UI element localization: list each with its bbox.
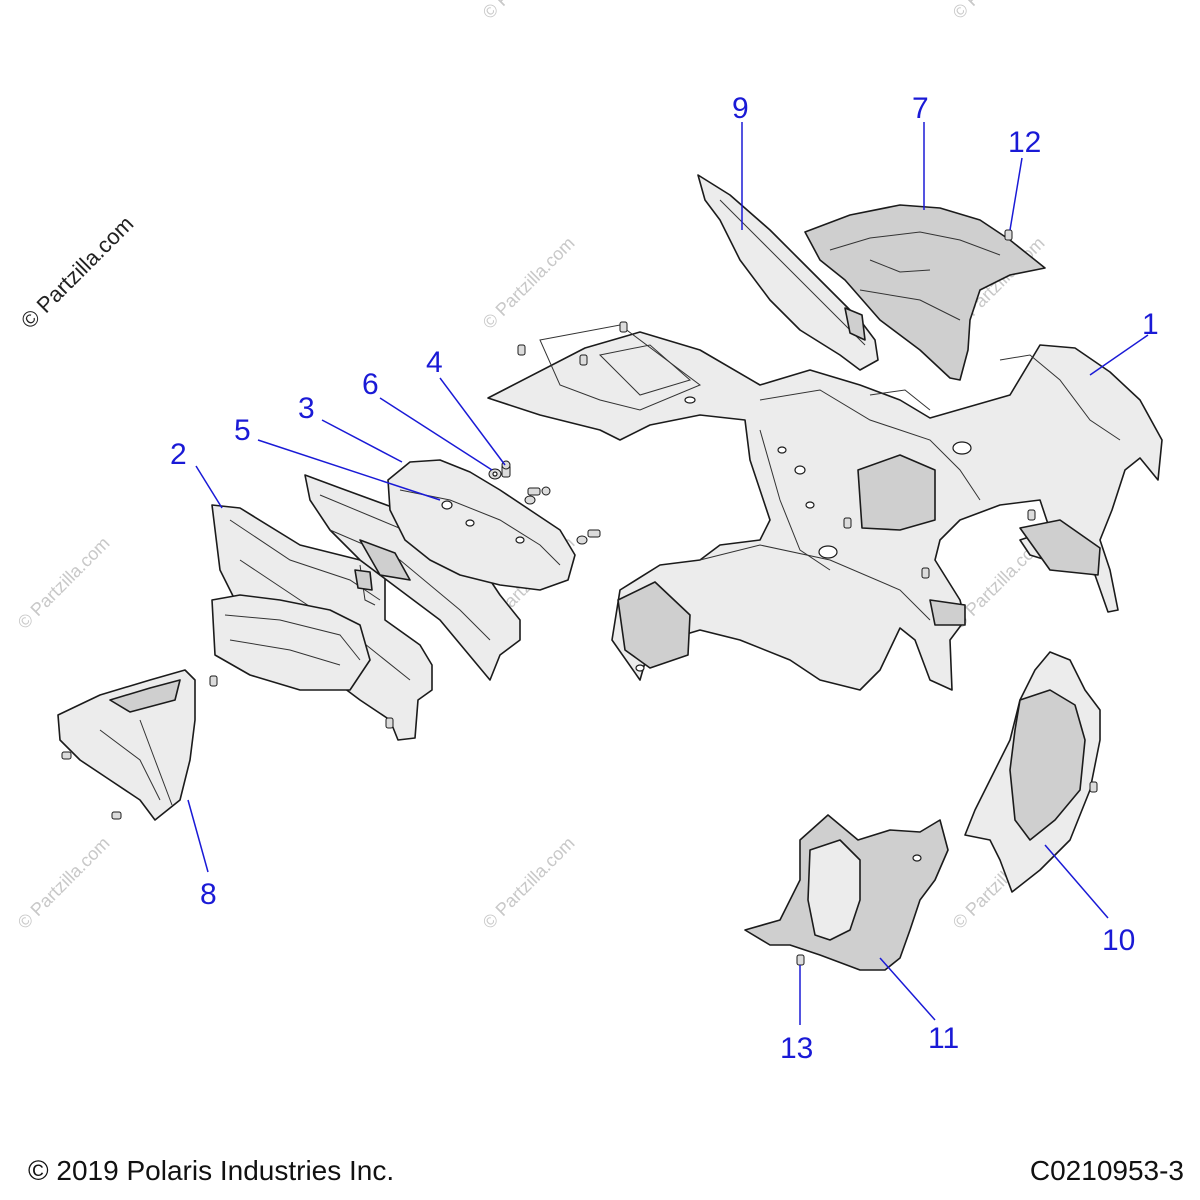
watermark-tile: © Partzilla.com	[14, 533, 114, 633]
fastener	[61, 751, 72, 760]
callout-12: 12	[1008, 126, 1041, 159]
part-lower-side-panel	[211, 594, 371, 691]
side-watermark: © Partzilla.com	[16, 211, 139, 334]
part-left-inner-fender	[744, 814, 949, 971]
watermark-tile: © Partzilla.com	[479, 233, 579, 333]
callout-7: 7	[912, 92, 929, 125]
fastener	[579, 354, 588, 366]
fastener	[921, 567, 930, 579]
copyright-notice: © 2019 Polaris Industries Inc.	[28, 1155, 395, 1186]
fastener	[517, 344, 526, 356]
fastener-12	[1004, 229, 1013, 241]
leader-3	[321, 419, 403, 463]
part-rear-side-panel	[697, 174, 879, 371]
fastener	[619, 321, 628, 333]
callout-3: 3	[298, 392, 315, 425]
callout-10: 10	[1102, 924, 1135, 957]
part-front-body-fender	[487, 324, 1163, 691]
callout-9: 9	[732, 92, 749, 125]
fastener	[1089, 781, 1098, 793]
callout-1: 1	[1142, 308, 1159, 341]
leader-12	[1009, 157, 1023, 231]
watermark-tile: © Partzilla.com	[479, 833, 579, 933]
fastener	[587, 529, 601, 538]
callout-2: 2	[170, 438, 187, 471]
fastener	[843, 517, 852, 529]
callouts: 1 2 3 4 5 6 7 8 9 10 11 12 13	[170, 92, 1159, 1065]
fastener	[1027, 509, 1036, 521]
leader-4	[439, 377, 506, 466]
part-right-inner-fender	[964, 651, 1101, 893]
leader-2	[195, 465, 223, 509]
leader-1	[1089, 334, 1149, 376]
leader-10	[1044, 844, 1109, 919]
fastener-6	[488, 468, 502, 480]
callout-6: 6	[362, 368, 379, 401]
callout-11: 11	[928, 1022, 959, 1055]
watermark-tile: © Partzilla.com	[14, 833, 114, 933]
leader-11	[879, 957, 936, 1021]
callout-5: 5	[234, 414, 251, 447]
fastener	[385, 717, 394, 729]
callout-8: 8	[200, 878, 217, 911]
diagram-code: C0210953-3	[1029, 1155, 1184, 1186]
part-headlight-pod	[387, 459, 576, 591]
callout-4: 4	[426, 346, 443, 379]
fastener	[209, 675, 218, 687]
leader-8	[187, 799, 209, 873]
fastener	[576, 535, 588, 545]
leader-5	[257, 439, 441, 501]
fastener	[111, 811, 122, 820]
leader-lines	[187, 122, 1149, 1025]
watermark-tile: © Partzilla.com	[949, 0, 1049, 23]
leader-6	[379, 397, 493, 471]
watermark-tile: © Partzilla.com	[479, 0, 579, 23]
fastener	[524, 495, 536, 505]
callout-13: 13	[780, 1032, 813, 1065]
fasteners	[61, 229, 1098, 966]
part-front-inner-cover	[57, 669, 196, 821]
part-rear-cover	[804, 204, 1046, 381]
fastener-13	[796, 954, 805, 966]
fastener	[527, 486, 551, 496]
